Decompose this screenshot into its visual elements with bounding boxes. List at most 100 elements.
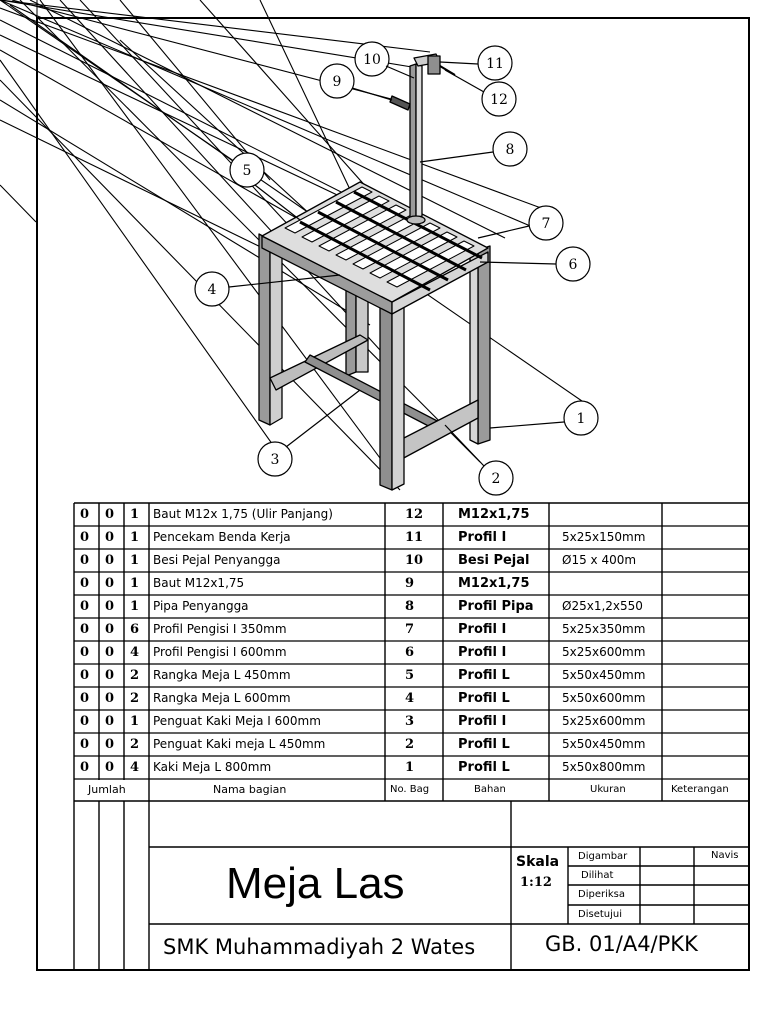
table-cell-q1: 0 bbox=[80, 737, 90, 752]
balloon-11: 11 bbox=[486, 56, 504, 72]
table-cell-q3: 4 bbox=[130, 760, 140, 775]
table-cell-q2: 0 bbox=[105, 645, 115, 660]
scale-label: Skala bbox=[516, 854, 560, 870]
balloon-8: 8 bbox=[506, 142, 515, 158]
welding-table-drawing bbox=[258, 53, 491, 491]
table-cell-size: 5x25x150mm bbox=[562, 530, 646, 544]
table-cell-material: Profil L bbox=[458, 760, 510, 775]
balloon-6: 6 bbox=[569, 257, 578, 273]
table-cell-no: 1 bbox=[405, 760, 415, 775]
table-cell-no: 5 bbox=[405, 668, 415, 683]
table-cell-name: Penguat Kaki meja L 450mm bbox=[153, 737, 326, 751]
table-cell-q1: 0 bbox=[80, 530, 90, 545]
table-cell-q2: 0 bbox=[105, 530, 115, 545]
table-cell-size: 5x50x450mm bbox=[562, 668, 646, 682]
table-cell-name: Penguat Kaki Meja I 600mm bbox=[153, 714, 321, 728]
table-cell-q2: 0 bbox=[105, 668, 115, 683]
table-cell-no: 3 bbox=[405, 714, 415, 729]
balloon-1: 1 bbox=[577, 411, 586, 427]
table-cell-q3: 2 bbox=[130, 668, 140, 683]
table-cell-no: 11 bbox=[405, 530, 424, 545]
balloon-4: 4 bbox=[208, 282, 217, 298]
balloon-12: 12 bbox=[490, 92, 508, 108]
balloon-9: 9 bbox=[333, 74, 342, 90]
table-cell-no: 7 bbox=[405, 622, 415, 637]
table-cell-no: 12 bbox=[405, 507, 424, 522]
table-cell-material: Profil L bbox=[458, 668, 510, 683]
table-cell-q1: 0 bbox=[80, 553, 90, 568]
table-cell-name: Rangka Meja L 450mm bbox=[153, 668, 291, 682]
table-cell-size: 5x50x450mm bbox=[562, 737, 646, 751]
header-note: Keterangan bbox=[671, 784, 729, 795]
table-cell-no: 4 bbox=[405, 691, 415, 706]
table-cell-q3: 1 bbox=[130, 576, 140, 591]
parts-table-grid bbox=[73, 502, 749, 970]
header-size: Ukuran bbox=[590, 784, 626, 795]
table-cell-q1: 0 bbox=[80, 576, 90, 591]
table-cell-name: Pipa Penyangga bbox=[153, 599, 249, 613]
header-no: No. Bag bbox=[390, 784, 430, 795]
table-cell-material: Profil I bbox=[458, 622, 507, 637]
label-examined: Diperiksa bbox=[578, 889, 625, 900]
table-cell-size: 5x25x600mm bbox=[562, 714, 646, 728]
table-cell-name: Baut M12x1,75 bbox=[153, 576, 245, 590]
header-material: Bahan bbox=[474, 784, 506, 795]
table-cell-size: 5x25x350mm bbox=[562, 622, 646, 636]
table-cell-name: Rangka Meja L 600mm bbox=[153, 691, 291, 705]
table-cell-q1: 0 bbox=[80, 691, 90, 706]
table-cell-material: Profil Pipa bbox=[458, 599, 534, 614]
table-cell-q2: 0 bbox=[105, 576, 115, 591]
table-cell-q2: 0 bbox=[105, 760, 115, 775]
balloon-7: 7 bbox=[542, 216, 551, 232]
table-cell-material: Profil L bbox=[458, 737, 510, 752]
table-cell-size: Ø15 x 400m bbox=[562, 553, 637, 567]
balloon-10: 10 bbox=[363, 52, 381, 68]
table-cell-q2: 0 bbox=[105, 737, 115, 752]
table-cell-name: Profil Pengisi I 600mm bbox=[153, 645, 287, 659]
table-cell-name: Baut M12x 1,75 (Ulir Panjang) bbox=[153, 507, 333, 521]
table-cell-q2: 0 bbox=[105, 622, 115, 637]
table-cell-q2: 0 bbox=[105, 691, 115, 706]
table-cell-size: 5x50x800mm bbox=[562, 760, 646, 774]
table-cell-no: 9 bbox=[405, 576, 415, 591]
table-cell-q1: 0 bbox=[80, 645, 90, 660]
table-cell-material: M12x1,75 bbox=[458, 576, 530, 591]
table-cell-name: Kaki Meja L 800mm bbox=[153, 760, 272, 774]
table-cell-no: 6 bbox=[405, 645, 415, 660]
part-balloons bbox=[194, 41, 599, 496]
table-cell-no: 10 bbox=[405, 553, 424, 568]
table-cell-material: Profil I bbox=[458, 530, 507, 545]
table-cell-q3: 1 bbox=[130, 553, 140, 568]
balloon-numbers: 1 2 3 4 5 6 7 8 9 10 11 12 bbox=[208, 52, 586, 487]
school-name: SMK Muhammadiyah 2 Wates bbox=[163, 935, 476, 959]
table-cell-material: Profil I bbox=[458, 645, 507, 660]
table-cell-q1: 0 bbox=[80, 714, 90, 729]
balloon-3: 3 bbox=[271, 452, 280, 468]
balloon-2: 2 bbox=[492, 471, 501, 487]
table-cell-q1: 0 bbox=[80, 507, 90, 522]
label-approved: Disetujui bbox=[578, 909, 622, 920]
table-cell-q3: 1 bbox=[130, 599, 140, 614]
table-cell-q1: 0 bbox=[80, 668, 90, 683]
table-cell-q2: 0 bbox=[105, 599, 115, 614]
drawing-title: Meja Las bbox=[226, 859, 405, 908]
balloon-5: 5 bbox=[243, 163, 252, 179]
label-checked: Dilihat bbox=[581, 870, 614, 881]
table-cell-size: 5x25x600mm bbox=[562, 645, 646, 659]
label-drawn: Digambar bbox=[578, 851, 628, 862]
table-cell-material: M12x1,75 bbox=[458, 507, 530, 522]
drawing-number: GB. 01/A4/PKK bbox=[545, 932, 698, 956]
table-cell-q3: 1 bbox=[130, 530, 140, 545]
table-cell-q2: 0 bbox=[105, 507, 115, 522]
table-cell-q2: 0 bbox=[105, 553, 115, 568]
table-cell-no: 8 bbox=[405, 599, 415, 614]
table-cell-q2: 0 bbox=[105, 714, 115, 729]
table-cell-q3: 1 bbox=[130, 507, 140, 522]
table-cell-q1: 0 bbox=[80, 760, 90, 775]
table-cell-name: Besi Pejal Penyangga bbox=[153, 553, 281, 567]
table-cell-q1: 0 bbox=[80, 599, 90, 614]
drawn-by-name: Navis bbox=[711, 850, 739, 861]
table-cell-size: 5x50x600mm bbox=[562, 691, 646, 705]
table-cell-material: Profil L bbox=[458, 691, 510, 706]
